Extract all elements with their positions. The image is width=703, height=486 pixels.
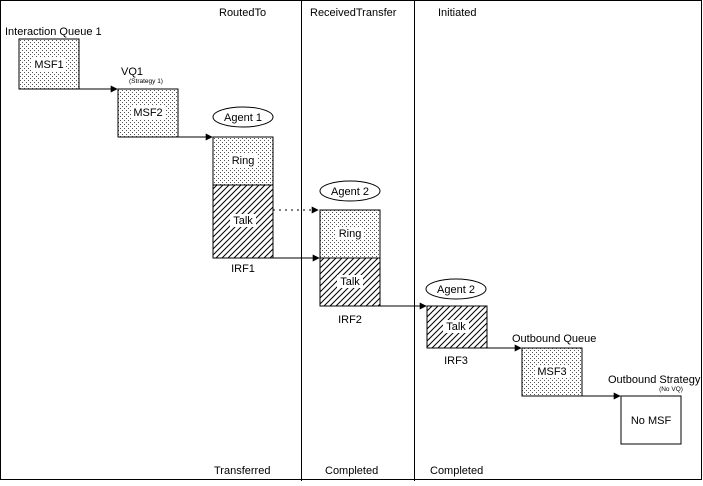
agent1-bubble xyxy=(212,106,274,128)
msf1-label: MSF1 xyxy=(34,59,63,71)
talk3-label: Talk xyxy=(446,321,466,333)
msf3-label: MSF3 xyxy=(537,366,566,378)
column-header-received-transfer: ReceivedTransfer xyxy=(310,7,397,19)
outbound-strategy-label: Outbound Strategy xyxy=(608,374,701,386)
agent2-label-initiated: Agent 2 xyxy=(437,284,475,296)
agent2-label-received: Agent 2 xyxy=(331,186,369,198)
msf2-label: MSF2 xyxy=(133,107,162,119)
irf3-label: IRF3 xyxy=(444,355,468,367)
irf1-label: IRF1 xyxy=(231,263,255,275)
ring2-box xyxy=(319,209,381,259)
vq1-strategy-label: (Strategy 1) xyxy=(129,78,163,85)
footer-transferred: Transferred xyxy=(214,465,270,477)
footer-completed-received: Completed xyxy=(325,465,378,477)
column-header-routed-to: RoutedTo xyxy=(219,7,266,19)
no-msf-box xyxy=(620,395,682,445)
no-msf-label: No MSF xyxy=(631,415,672,427)
column-header-initiated: Initiated xyxy=(438,7,477,19)
talk1-label: Talk xyxy=(233,215,253,227)
agent2-bubble-initiated xyxy=(425,278,487,300)
footer-completed-initiated: Completed xyxy=(430,465,483,477)
ring1-label: Ring xyxy=(232,155,255,167)
talk1-box xyxy=(212,184,274,259)
agent2-bubble-received xyxy=(319,180,381,202)
interaction-queue-label: Interaction Queue 1 xyxy=(5,26,102,38)
irf2-label: IRF2 xyxy=(338,314,362,326)
ring2-label: Ring xyxy=(339,228,362,240)
vq1-label: VQ1 xyxy=(121,66,143,78)
talk2-label: Talk xyxy=(340,276,360,288)
outbound-no-vq-label: (No VQ) xyxy=(659,386,683,393)
agent1-label: Agent 1 xyxy=(224,112,262,124)
outbound-queue-label: Outbound Queue xyxy=(512,333,596,345)
